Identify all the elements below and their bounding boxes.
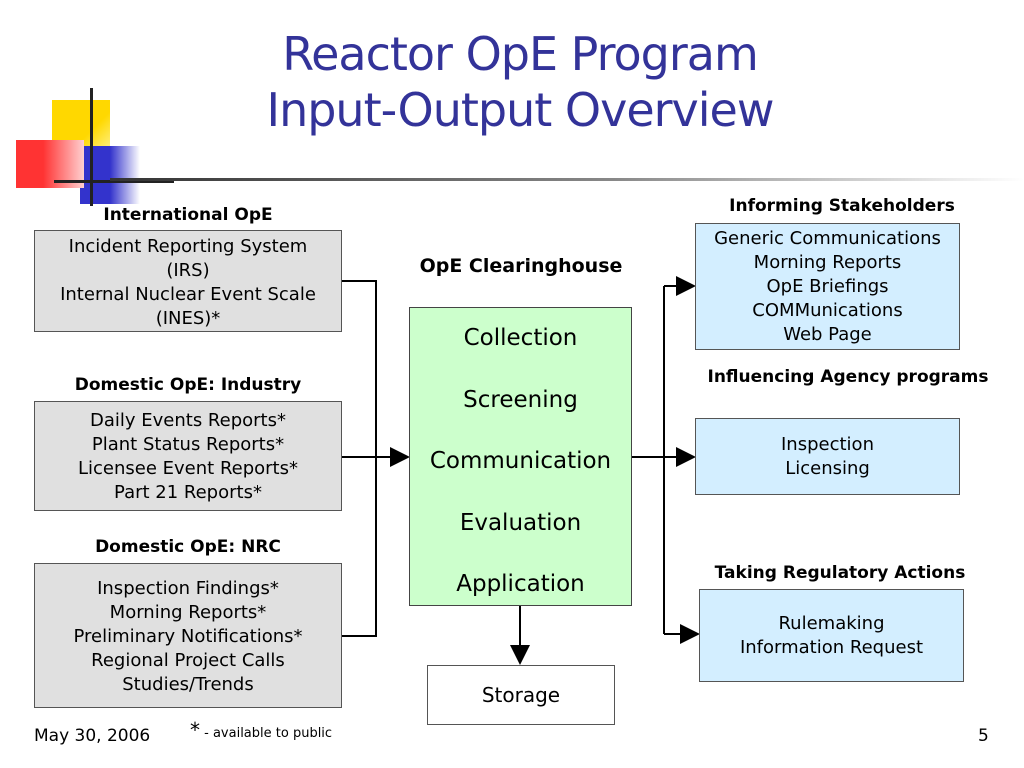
list-item: Rulemaking [778,613,885,634]
storage-box: Storage [427,665,615,725]
page-number: 5 [978,726,989,746]
list-item: Daily Events Reports* [90,410,286,431]
list-item: Licensee Event Reports* [78,458,298,479]
domestic-industry-heading: Domestic OpE: Industry [74,375,302,395]
influencing-agency-heading: Influencing Agency programs [707,367,989,387]
footnote-asterisk: * [190,718,200,742]
list-item: Inspection [781,434,874,455]
footer-date: May 30, 2006 [34,726,151,746]
informing-stakeholders-box: Generic Communications Morning Reports O… [695,223,960,350]
regulatory-actions-box: Rulemaking Information Request [699,589,964,682]
list-item: Part 21 Reports* [114,482,262,503]
footnote: * - available to public [190,718,332,742]
title-rule [110,178,1024,181]
list-item: Collection [463,325,578,351]
international-ope-box: Incident Reporting System (IRS) Internal… [34,230,342,332]
domestic-nrc-box: Inspection Findings* Morning Reports* Pr… [34,563,342,708]
list-item: Preliminary Notifications* [73,626,303,647]
list-item: Inspection Findings* [97,578,279,599]
list-item: Morning Reports [753,252,902,273]
list-item: OpE Briefings [766,276,889,297]
list-item: Evaluation [459,509,582,536]
list-item: Licensing [785,458,870,479]
logo-horizontal-line [54,180,174,183]
title-line-2: Input-Output Overview [266,83,775,137]
logo-vertical-line [90,88,93,206]
international-ope-heading: International OpE [103,205,273,225]
title-line-1: Reactor OpE Program [282,27,759,81]
list-item: Web Page [783,324,872,345]
list-item: Regional Project Calls [91,650,285,671]
footnote-text: - available to public [200,726,333,741]
list-item: Studies/Trends [122,674,254,695]
connector-international [342,280,377,637]
list-item: Information Request [739,637,924,658]
storage-label: Storage [481,683,561,707]
list-item: Application [456,571,585,597]
list-item: Internal Nuclear Event Scale [60,284,316,305]
list-item: (INES)* [155,308,221,329]
influencing-agency-box: Inspection Licensing [695,418,960,495]
decorative-logo [14,88,174,208]
list-item: Screening [463,386,578,413]
list-item: Communication [429,448,612,474]
page-title: Reactor OpE Program Input-Output Overvie… [150,26,890,138]
list-item: Incident Reporting System [68,236,308,257]
clearinghouse-box: Collection Screening Communication Evalu… [409,307,632,606]
domestic-nrc-heading: Domestic OpE: NRC [95,537,281,557]
list-item: Morning Reports* [109,602,267,623]
list-item: Plant Status Reports* [91,434,285,455]
clearinghouse-heading: OpE Clearinghouse [419,255,623,277]
domestic-industry-box: Daily Events Reports* Plant Status Repor… [34,401,342,511]
list-item: COMMunications [752,300,903,321]
regulatory-actions-heading: Taking Regulatory Actions [714,563,966,583]
list-item: (IRS) [166,260,210,281]
list-item: Generic Communications [714,228,941,249]
informing-stakeholders-heading: Informing Stakeholders [729,196,955,216]
